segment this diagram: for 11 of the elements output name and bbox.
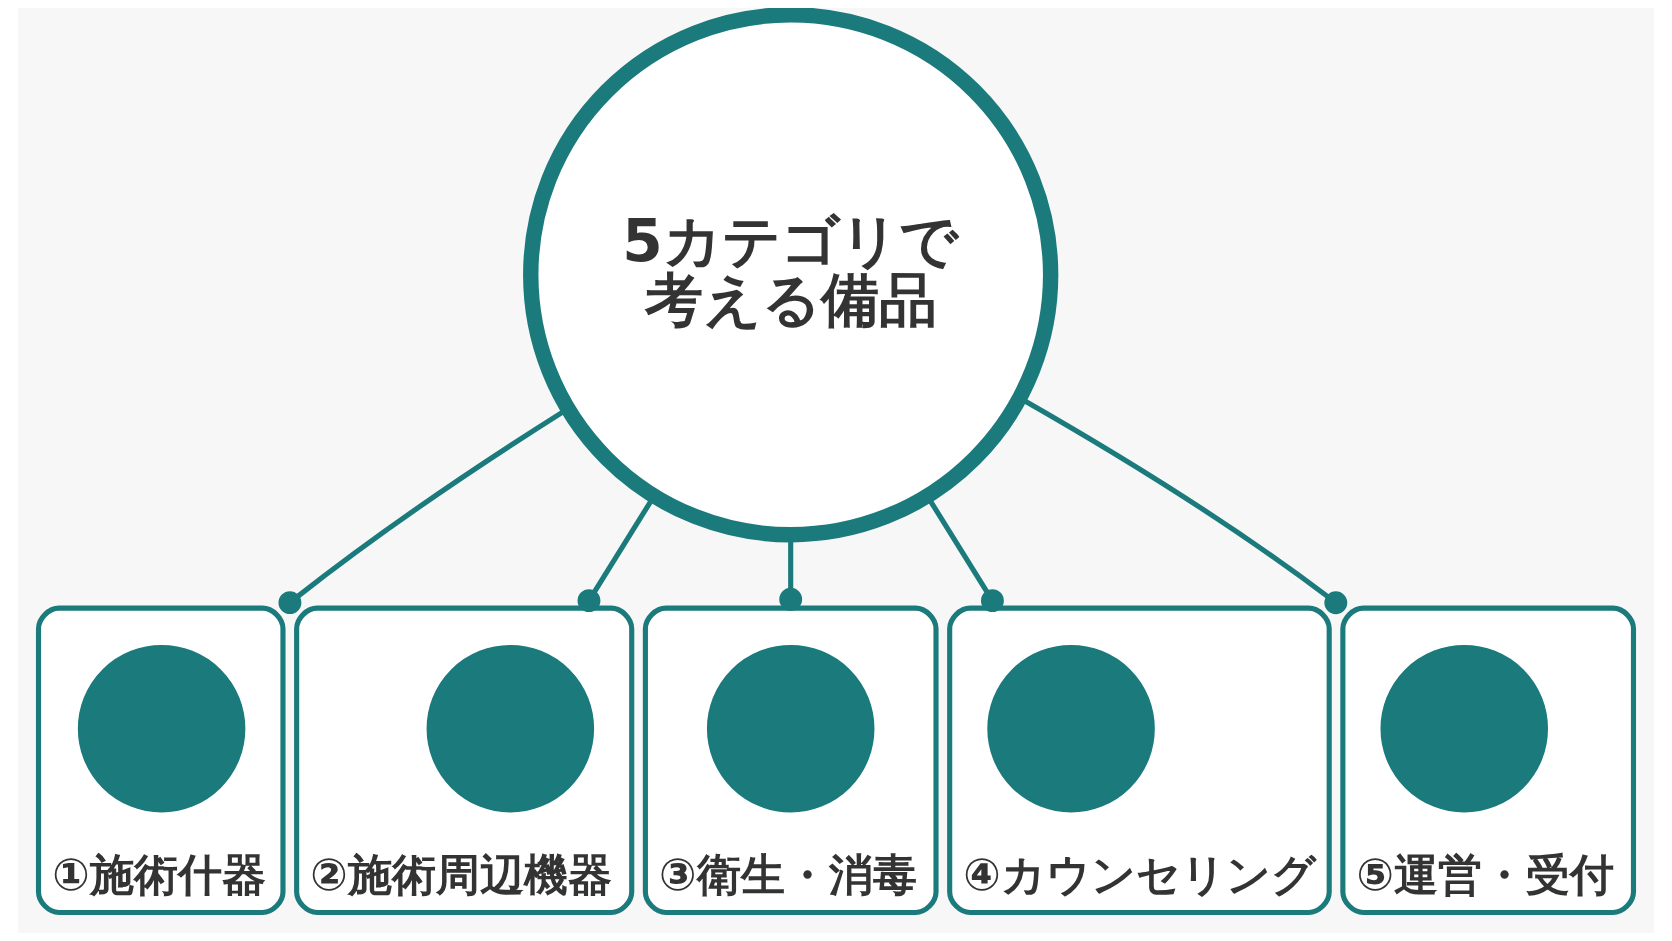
cluster: ⑤運営・受付	[1340, 605, 1637, 916]
node-circle	[1380, 644, 1548, 813]
cluster: ③衛生・消毒	[642, 605, 939, 916]
cluster: ①施術什器	[35, 605, 286, 916]
node-circle	[77, 644, 246, 813]
node-circle	[706, 644, 875, 813]
node-circle	[426, 644, 595, 813]
cluster: ④カウンセリング	[947, 605, 1332, 916]
node-circle	[987, 644, 1155, 813]
cluster: ②施術周辺機器	[294, 605, 635, 916]
node-circle: 5カテゴリで考える備品	[523, 8, 1059, 543]
